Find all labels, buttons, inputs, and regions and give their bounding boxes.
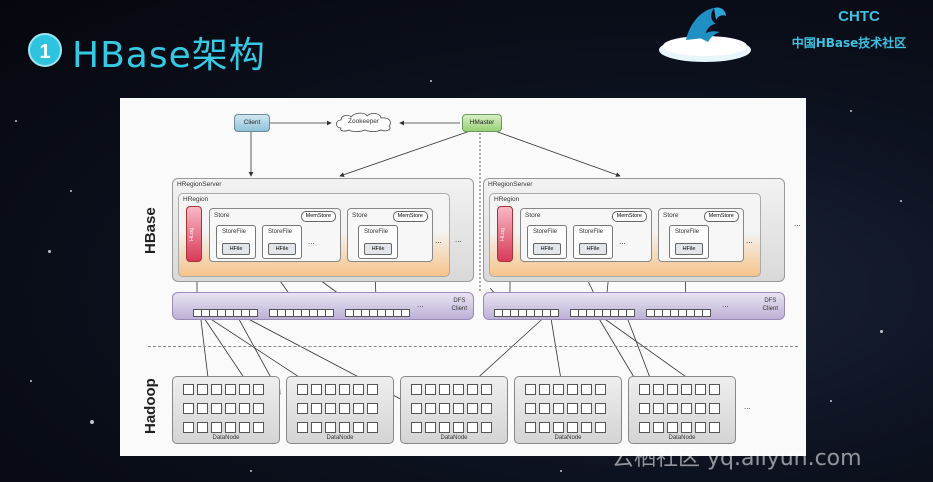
- memstore: MemStore: [703, 211, 739, 222]
- storefile-label: StoreFile: [675, 229, 700, 235]
- region-server-label: HRegionServer: [177, 181, 222, 188]
- storefile: StoreFile HFile: [358, 225, 398, 259]
- memstore: MemStore: [392, 211, 428, 222]
- region-server-2: HRegionServer HRegion HLog Store MemStor…: [483, 178, 801, 282]
- storefile-label: StoreFile: [364, 229, 389, 235]
- zookeeper-cloud-icon: [336, 112, 391, 132]
- client-node: Client: [234, 114, 270, 132]
- hregion: HRegion HLog Store MemStore StoreFile HF…: [489, 193, 761, 277]
- storefile: StoreFile HFile: [573, 225, 613, 259]
- datanode: DataNode: [172, 376, 280, 444]
- store: Store MemStore StoreFile HFile StoreFile…: [209, 208, 341, 262]
- watermark: 云栖社区 yq.aliyun.com: [612, 446, 862, 471]
- storefile-label: StoreFile: [268, 229, 293, 235]
- datanode-label: DataNode: [554, 435, 582, 441]
- block-grid: [639, 383, 729, 440]
- datanode-label: DataNode: [212, 435, 240, 441]
- block-row: [269, 302, 334, 317]
- block-row: [570, 302, 635, 317]
- store: Store MemStore StoreFile HFile StoreFile…: [520, 208, 652, 262]
- ellipsis: ...: [744, 402, 751, 411]
- hfile: HFile: [675, 243, 703, 255]
- dfs-client-bar-1: ... DFS Client: [172, 292, 474, 320]
- hregion-label: HRegion: [183, 196, 209, 203]
- dfs-client-bar-2: ... DFS Client: [483, 292, 785, 320]
- store: Store MemStore StoreFile HFile: [658, 208, 744, 262]
- hbase-layer-label: HBase: [142, 207, 159, 254]
- hfile: HFile: [533, 243, 561, 255]
- ellipsis: ...: [746, 236, 753, 245]
- layer-separator: [148, 346, 798, 347]
- region-server-label: HRegionServer: [488, 181, 533, 188]
- storefile-label: StoreFile: [222, 229, 247, 235]
- block-row: [345, 302, 410, 317]
- store-label: Store: [525, 212, 541, 219]
- block-row: [494, 302, 559, 317]
- storefile: StoreFile HFile: [527, 225, 567, 259]
- datanode: DataNode: [400, 376, 508, 444]
- block-grid: [411, 383, 501, 440]
- ellipsis: ...: [722, 300, 729, 309]
- block-row: [646, 302, 711, 317]
- datanode: DataNode: [514, 376, 622, 444]
- hfile: HFile: [222, 243, 250, 255]
- datanode-label: DataNode: [326, 435, 354, 441]
- block-grid: [183, 383, 273, 440]
- hlog: HLog: [186, 206, 202, 262]
- hlog-label: HLog: [500, 227, 506, 241]
- block-row: [193, 302, 258, 317]
- hbase-architecture-diagram: Client Zookeeper HMaster HBase Hadoop HR…: [120, 98, 806, 456]
- ellipsis: ...: [308, 237, 315, 246]
- hlog: HLog: [497, 206, 513, 262]
- hadoop-layer-label: Hadoop: [142, 378, 159, 434]
- hfile: HFile: [364, 243, 392, 255]
- store-label: Store: [663, 212, 679, 219]
- storefile: StoreFile HFile: [262, 225, 302, 259]
- datanode: DataNode: [628, 376, 736, 444]
- ellipsis: ...: [455, 235, 462, 244]
- zookeeper-label: Zookeeper: [348, 118, 380, 125]
- hbase-orca-logo-icon: [659, 7, 751, 62]
- ellipsis: ...: [794, 219, 801, 228]
- datanode-label: DataNode: [668, 435, 696, 441]
- block-grid: [297, 383, 387, 440]
- hlog-label: HLog: [189, 227, 195, 241]
- ellipsis: ...: [435, 236, 442, 245]
- ellipsis: ...: [619, 237, 626, 246]
- slide-header: 1 HBase架构 CHTC 中国HBase技术社区: [0, 0, 933, 90]
- org-name: CHTC: [838, 8, 880, 25]
- memstore: MemStore: [611, 211, 647, 222]
- storefile: StoreFile HFile: [669, 225, 709, 259]
- datanode-label: DataNode: [440, 435, 468, 441]
- dfs-client-label: DFS Client: [451, 298, 467, 312]
- memstore: MemStore: [300, 211, 336, 222]
- hregion-label: HRegion: [494, 196, 520, 203]
- dfs-client-label: DFS Client: [762, 298, 778, 312]
- hregion: HRegion HLog Store MemStore StoreFile HF…: [178, 193, 450, 277]
- storefile: StoreFile HFile: [216, 225, 256, 259]
- datanode: DataNode: [286, 376, 394, 444]
- hfile: HFile: [579, 243, 607, 255]
- hfile: HFile: [268, 243, 296, 255]
- store: Store MemStore StoreFile HFile: [347, 208, 433, 262]
- storefile-label: StoreFile: [533, 229, 558, 235]
- region-server-1: HRegionServer HRegion HLog Store MemStor…: [172, 178, 474, 282]
- section-number-badge: 1: [28, 33, 62, 67]
- store-label: Store: [352, 212, 368, 219]
- block-grid: [525, 383, 615, 440]
- hmaster-node: HMaster: [462, 114, 502, 132]
- storefile-label: StoreFile: [579, 229, 604, 235]
- org-subtitle: 中国HBase技术社区: [791, 36, 907, 50]
- store-label: Store: [214, 212, 230, 219]
- slide-title: HBase架构: [72, 35, 266, 76]
- ellipsis: ...: [417, 300, 424, 309]
